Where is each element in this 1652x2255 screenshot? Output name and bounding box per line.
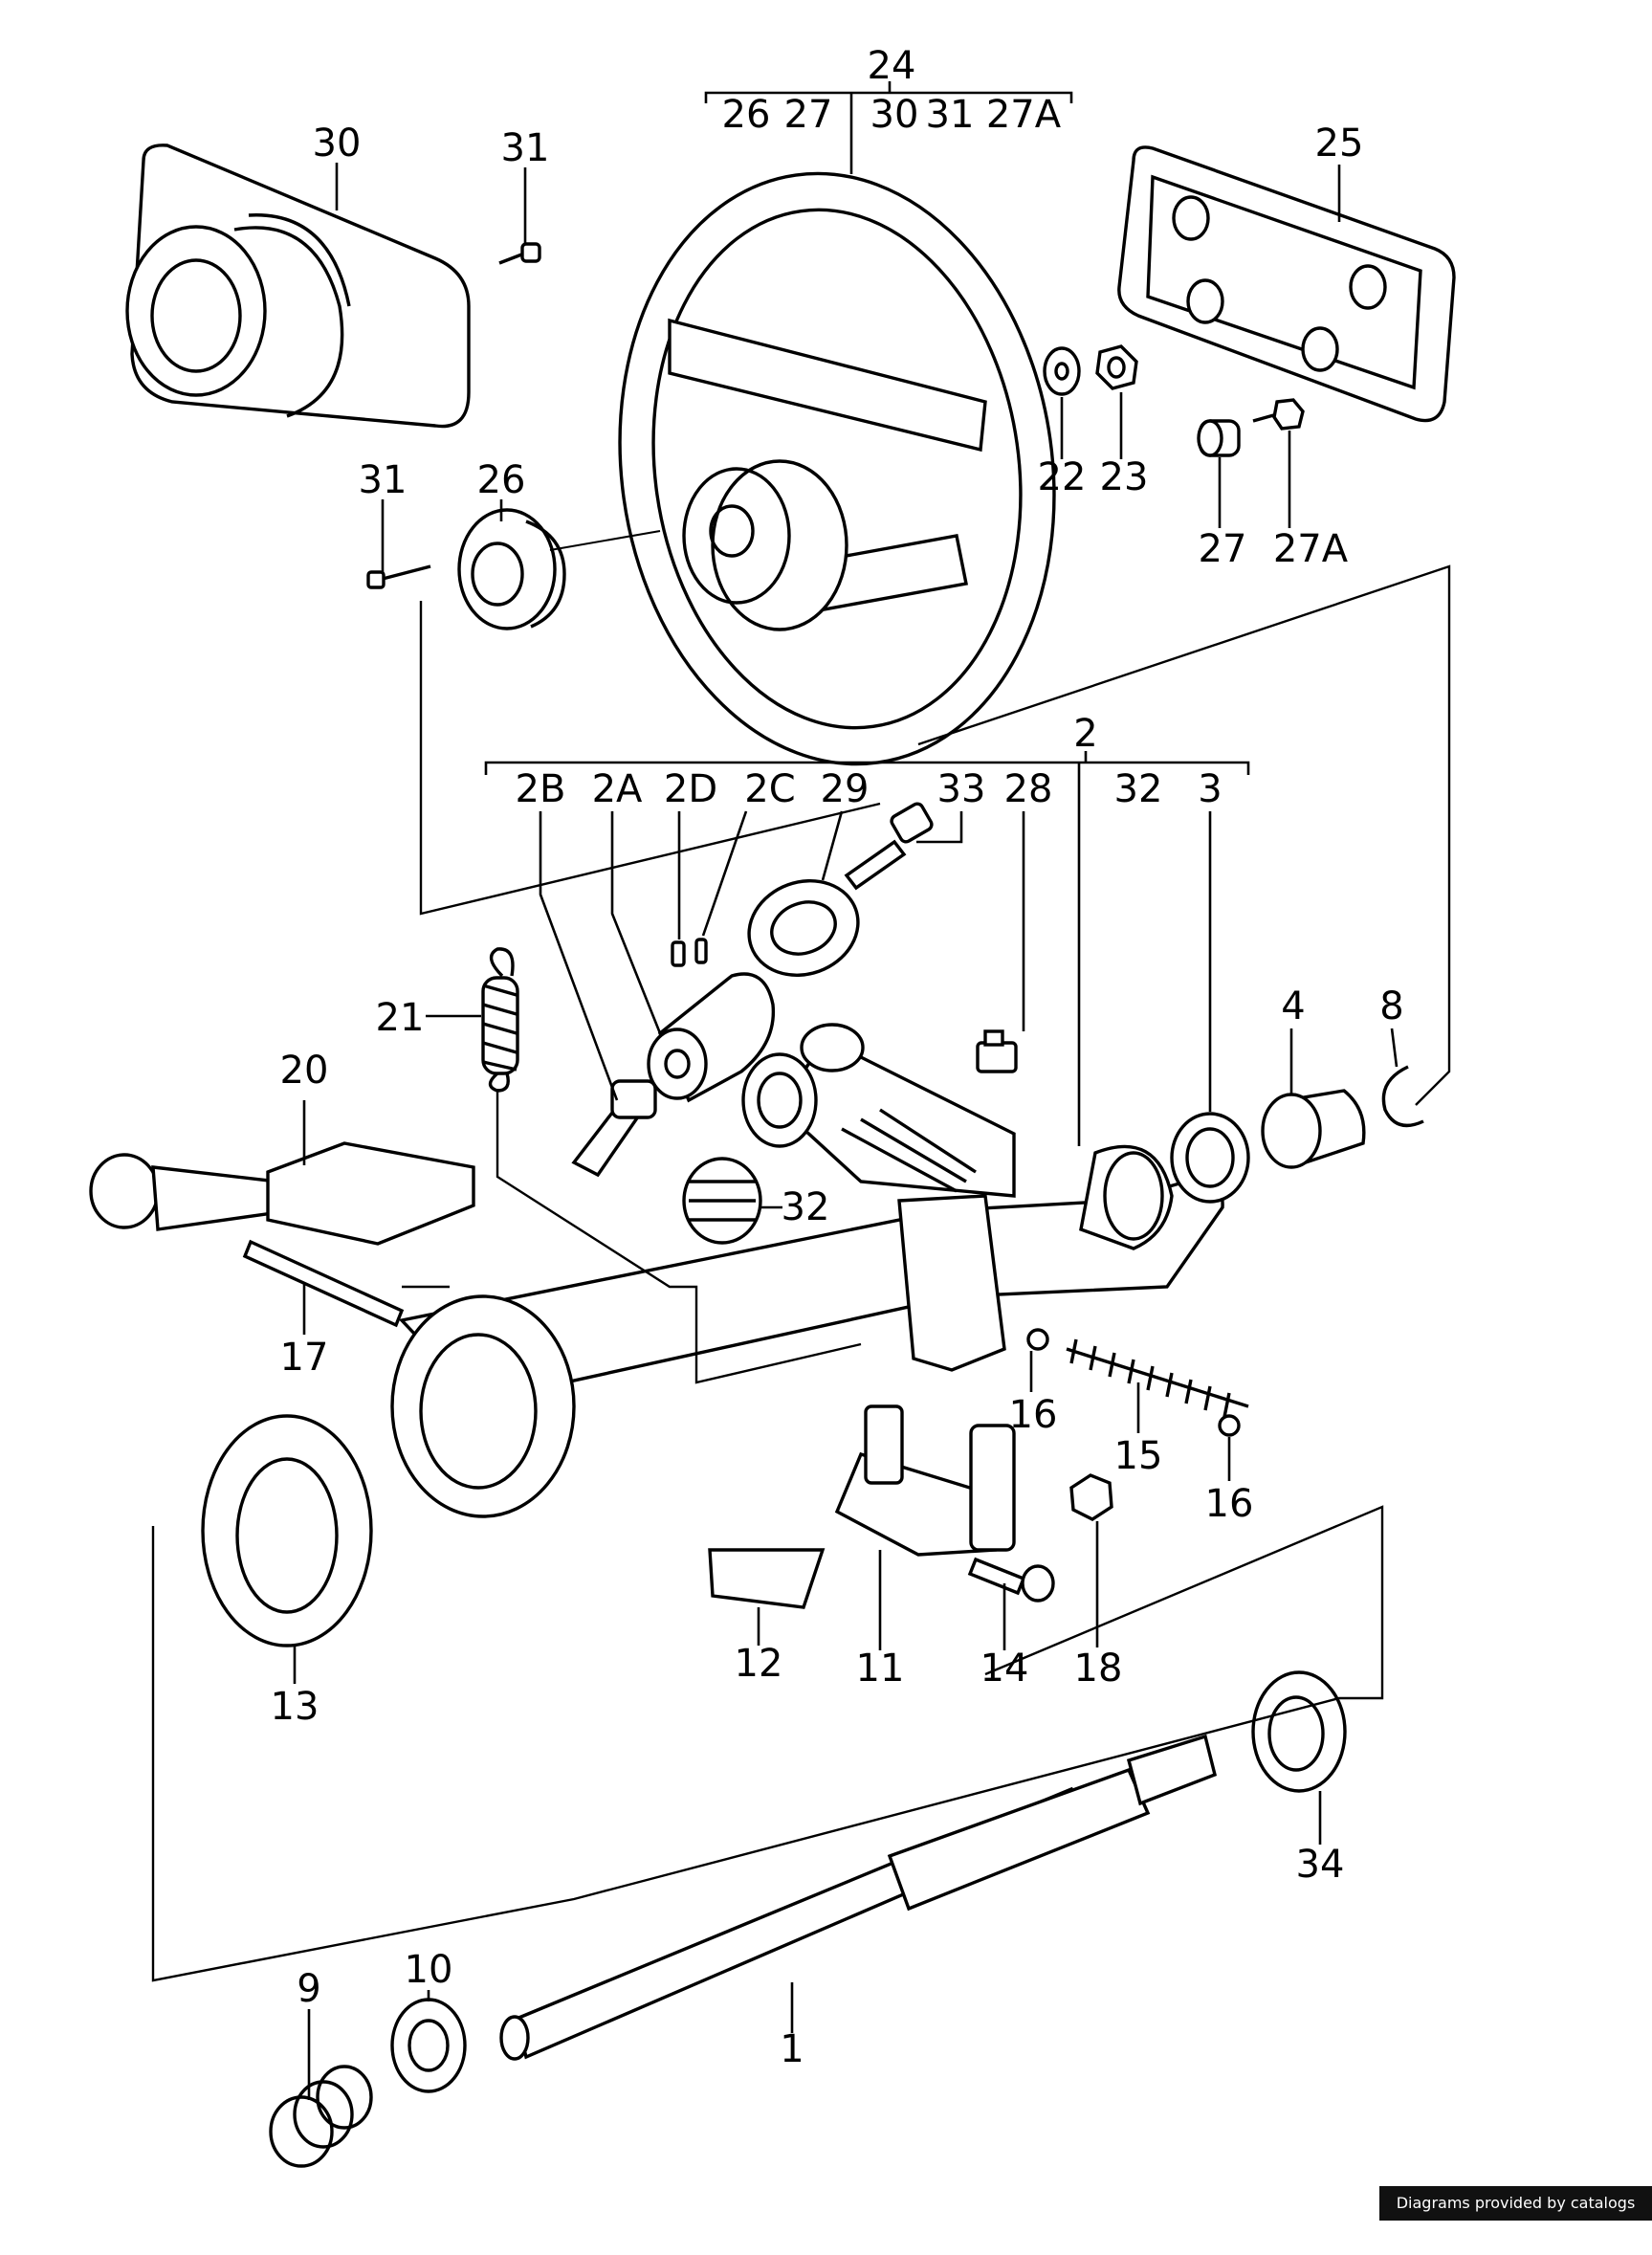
part-bearing-34 bbox=[1251, 1670, 1347, 1793]
callout-20: 20 bbox=[280, 1049, 329, 1093]
callout-16-right: 16 bbox=[1205, 1482, 1254, 1526]
callout-2B: 2B bbox=[516, 767, 566, 811]
part-bushing-4 bbox=[1261, 1089, 1366, 1169]
callout-28: 28 bbox=[1004, 767, 1053, 811]
part-lock-cylinder-2a bbox=[647, 972, 776, 1103]
part-key-33 bbox=[844, 802, 934, 891]
part-connector-32 bbox=[682, 1157, 762, 1245]
part-bearing-29 bbox=[747, 879, 860, 977]
callout-31-bottom: 31 bbox=[359, 458, 407, 502]
part-spring-15 bbox=[1066, 1338, 1249, 1418]
callout-11: 11 bbox=[856, 1647, 905, 1691]
part-bolt-17 bbox=[242, 1239, 405, 1328]
credit-badge: Diagrams provided by catalogs parts bbox=[1379, 2186, 1652, 2246]
callout-30: 30 bbox=[313, 122, 362, 166]
callout-31-top: 31 bbox=[501, 126, 550, 170]
callout-8: 8 bbox=[1379, 984, 1403, 1028]
callout-14: 14 bbox=[980, 1647, 1029, 1691]
part-screw-bottom-31 bbox=[366, 564, 431, 589]
part-plate-12 bbox=[708, 1548, 826, 1609]
callout-18: 18 bbox=[1074, 1647, 1123, 1691]
part-screw-27a bbox=[1252, 398, 1305, 431]
part-horn-pad-cover bbox=[125, 144, 471, 429]
part-switch-28 bbox=[976, 1029, 1018, 1073]
part-cover-plate bbox=[1117, 145, 1456, 423]
callout-1: 1 bbox=[780, 2027, 804, 2071]
callout-17: 17 bbox=[280, 1336, 329, 1380]
callout-24-27: 27 bbox=[784, 93, 833, 137]
part-ring-3 bbox=[1170, 1112, 1250, 1204]
callout-9: 9 bbox=[297, 1967, 320, 2011]
assembly-guide-lines bbox=[151, 564, 1451, 1982]
part-steering-shaft bbox=[499, 1734, 1218, 2061]
part-ball-16b bbox=[1218, 1414, 1241, 1437]
callout-32-bottom: 32 bbox=[782, 1185, 830, 1229]
part-contact-ring bbox=[457, 508, 661, 630]
part-lever-20 bbox=[89, 1141, 475, 1246]
callout-24-26: 26 bbox=[722, 93, 771, 137]
callout-33: 33 bbox=[937, 767, 986, 811]
part-bushing-10 bbox=[390, 1998, 467, 2093]
part-steering-wheel bbox=[618, 171, 1056, 766]
callout-2: 2 bbox=[1073, 712, 1097, 756]
part-spacer-27 bbox=[1197, 419, 1241, 457]
callout-29: 29 bbox=[821, 767, 870, 811]
part-pins-2d-2c bbox=[671, 938, 708, 967]
part-washer-22 bbox=[1043, 346, 1081, 396]
part-circlip-8 bbox=[1381, 1065, 1424, 1128]
part-screw-top bbox=[498, 242, 541, 265]
callout-32-top: 32 bbox=[1114, 767, 1163, 811]
callout-labels: 24 26 27 30 31 27A 30 31 25 22 23 31 26 … bbox=[271, 44, 1404, 2071]
callout-27A: 27A bbox=[1273, 527, 1349, 571]
part-ball-16a bbox=[1026, 1328, 1049, 1351]
callout-21: 21 bbox=[376, 996, 425, 1040]
callout-26: 26 bbox=[477, 458, 526, 502]
callout-22: 22 bbox=[1038, 455, 1087, 499]
callout-2D: 2D bbox=[664, 767, 717, 811]
callout-25: 25 bbox=[1315, 122, 1364, 166]
part-switch-2b bbox=[571, 1079, 657, 1178]
callout-24: 24 bbox=[868, 44, 916, 88]
part-nut-18 bbox=[1069, 1473, 1113, 1521]
callout-10: 10 bbox=[405, 1948, 453, 1992]
callout-2C: 2C bbox=[744, 767, 795, 811]
callout-16-left: 16 bbox=[1009, 1393, 1058, 1437]
callout-24-31: 31 bbox=[926, 93, 975, 137]
callout-3: 3 bbox=[1198, 767, 1222, 811]
callout-24-30: 30 bbox=[870, 93, 919, 137]
part-spring-9 bbox=[269, 2065, 373, 2168]
callout-12: 12 bbox=[735, 1642, 783, 1686]
callout-34: 34 bbox=[1296, 1843, 1345, 1887]
callout-27: 27 bbox=[1199, 527, 1247, 571]
callout-24-27A: 27A bbox=[986, 93, 1062, 137]
callout-13: 13 bbox=[271, 1685, 319, 1729]
leader-lines bbox=[293, 81, 1399, 2100]
part-spring-21 bbox=[481, 947, 519, 1093]
callout-23: 23 bbox=[1100, 455, 1149, 499]
callout-4: 4 bbox=[1281, 984, 1305, 1028]
part-bolt-14 bbox=[967, 1557, 1055, 1603]
callout-15: 15 bbox=[1114, 1434, 1163, 1478]
part-bracket-11 bbox=[834, 1404, 1016, 1557]
part-ring-13 bbox=[201, 1414, 373, 1647]
callout-2A: 2A bbox=[592, 767, 643, 811]
part-nut-23 bbox=[1095, 344, 1138, 390]
part-column-housing bbox=[390, 1023, 1224, 1518]
